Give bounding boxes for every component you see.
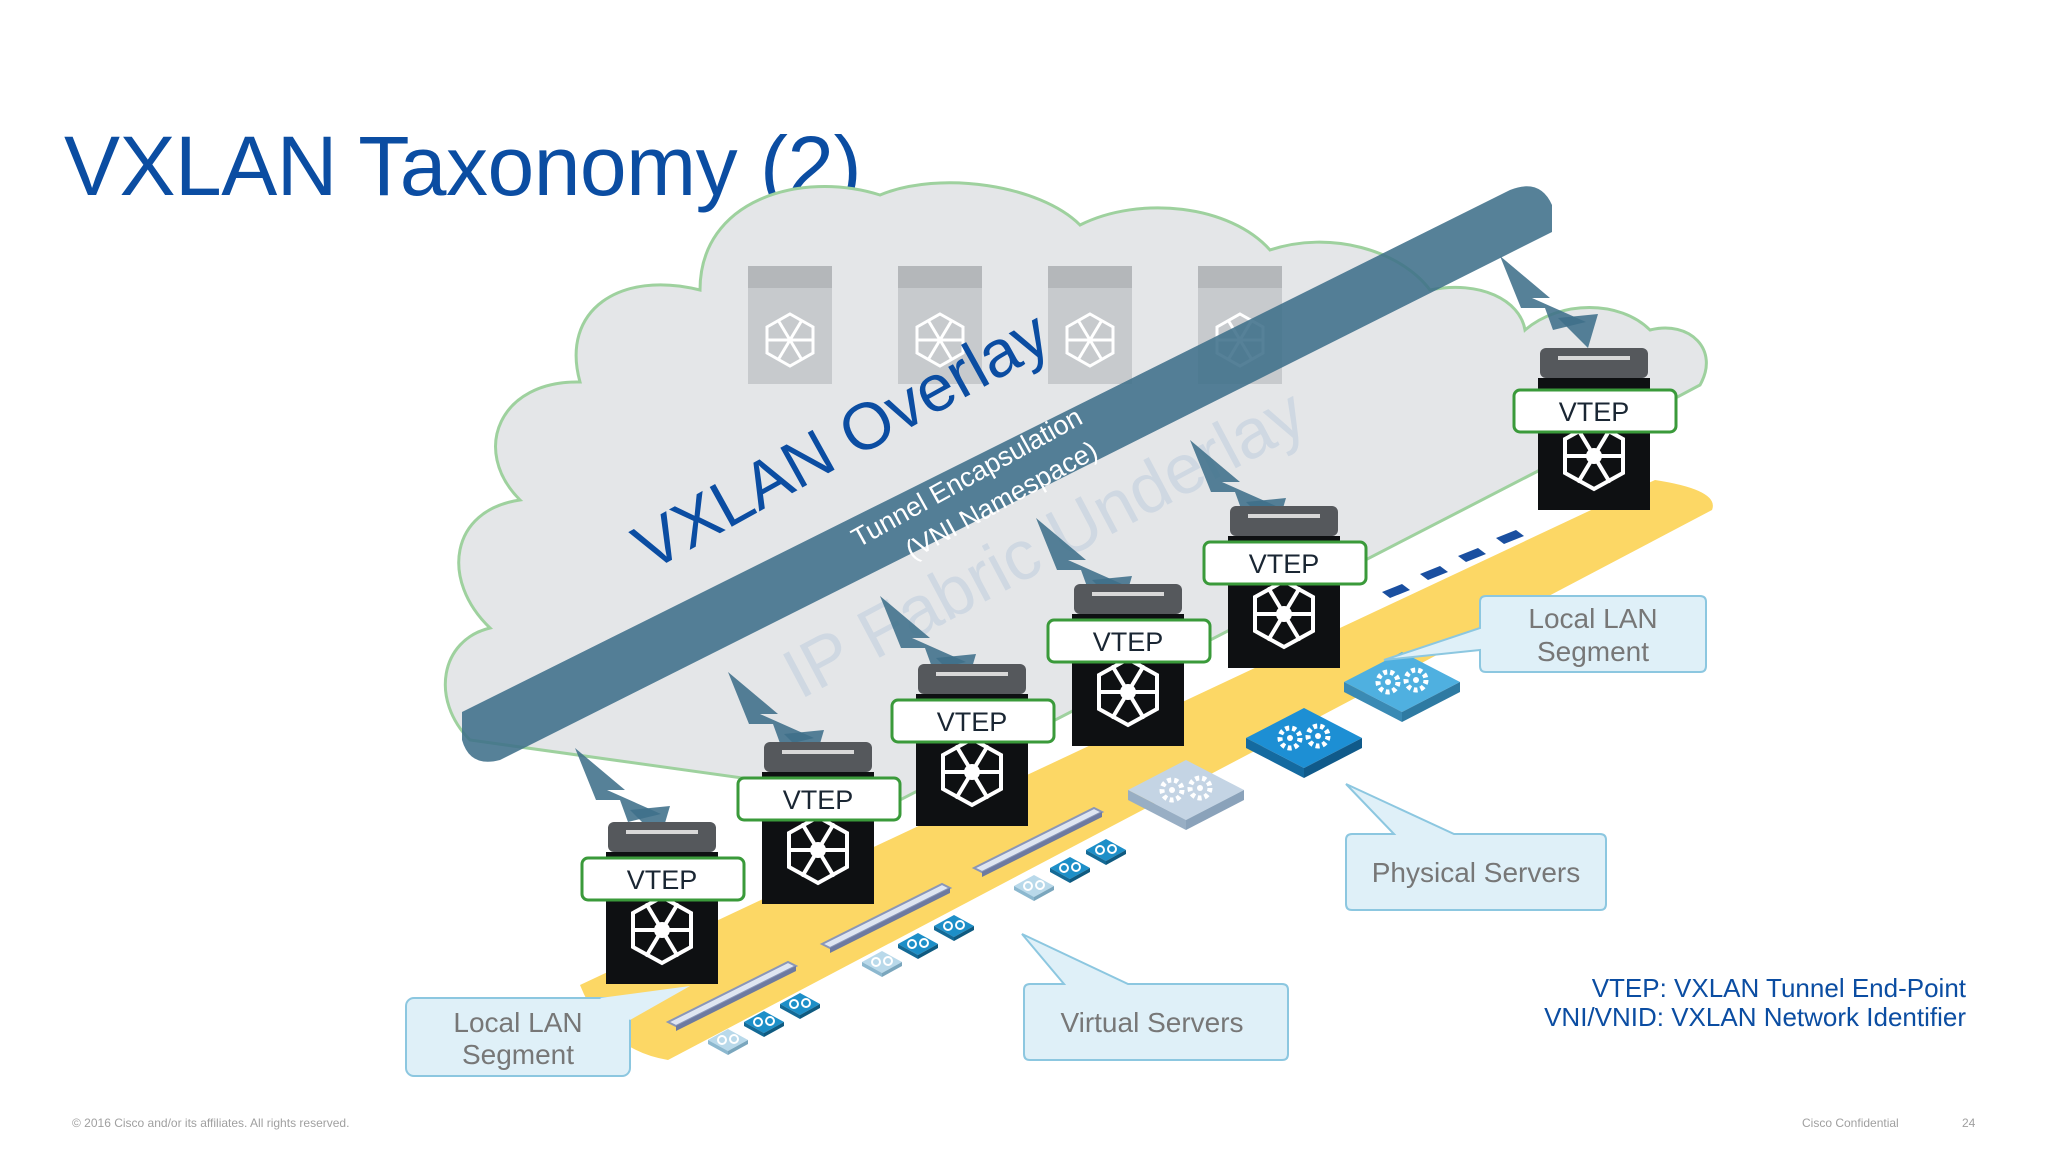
slide-title: VXLAN Taxonomy (2) <box>64 119 862 213</box>
continuation-dots <box>1382 530 1524 598</box>
callout-text: Virtual Servers <box>1060 1007 1243 1038</box>
vtep-switch-3: VTEP <box>890 662 1056 828</box>
lan-band <box>580 480 1713 1060</box>
tunnel-drop-arrows <box>575 256 1586 822</box>
callout-text: Local LAN <box>1528 603 1657 634</box>
vtep-label: VTEP <box>937 707 1008 737</box>
vm-icon <box>933 914 975 942</box>
legend: VTEP: VXLAN Tunnel End-Point VNI/VNID: V… <box>1544 974 1966 1032</box>
physical-server-icon <box>1246 708 1362 778</box>
spine-switch-icon <box>1046 264 1134 386</box>
spine-switch-icon <box>746 264 834 386</box>
callout-text: Local LAN <box>453 1007 582 1038</box>
vtep-label: VTEP <box>1559 397 1630 427</box>
vtep-switch-4: VTEP <box>1046 582 1212 748</box>
overlay-tunnel <box>462 186 1552 762</box>
vtep-switch-5: VTEP <box>1202 504 1368 670</box>
footer-copyright: © 2016 Cisco and/or its affiliates. All … <box>72 1116 350 1130</box>
callout-virtual-servers: Virtual Servers <box>1021 933 1289 1061</box>
physical-servers <box>1128 652 1460 830</box>
vm-icon <box>1085 838 1127 866</box>
callout-local-lan-right: Local LAN Segment <box>1383 595 1707 673</box>
callout-local-lan-left: Local LAN Segment <box>405 986 690 1077</box>
vtep-label: VTEP <box>1249 549 1320 579</box>
legend-vtep-definition: VTEP: VXLAN Tunnel End-Point <box>1591 973 1966 1003</box>
legend-vni-definition: VNI/VNID: VXLAN Network Identifier <box>1544 1002 1966 1032</box>
callout-text: Segment <box>1537 636 1649 667</box>
vtep-switch-2: VTEP <box>736 740 902 906</box>
physical-server-icon <box>1344 652 1460 722</box>
callout-text: Physical Servers <box>1372 857 1581 888</box>
vm-icon <box>1049 856 1091 884</box>
vtep-switch-6: VTEP <box>1512 346 1678 512</box>
footer-confidential: Cisco Confidential <box>1802 1116 1899 1130</box>
callout-text: Segment <box>462 1039 574 1070</box>
vm-icon <box>861 950 903 978</box>
vtep-label: VTEP <box>783 785 854 815</box>
vtep-switch-1: VTEP <box>580 820 746 986</box>
vtep-label: VTEP <box>1093 627 1164 657</box>
page-number: 24 <box>1962 1116 1976 1130</box>
vm-icon <box>897 932 939 960</box>
vtep-switches: VTEP VTEP VTEP VTEP VTEP VTEP <box>580 346 1678 986</box>
vm-icon <box>1013 874 1055 902</box>
vtep-label: VTEP <box>627 865 698 895</box>
physical-server-icon <box>1128 760 1244 830</box>
callout-physical-servers: Physical Servers <box>1345 783 1607 911</box>
